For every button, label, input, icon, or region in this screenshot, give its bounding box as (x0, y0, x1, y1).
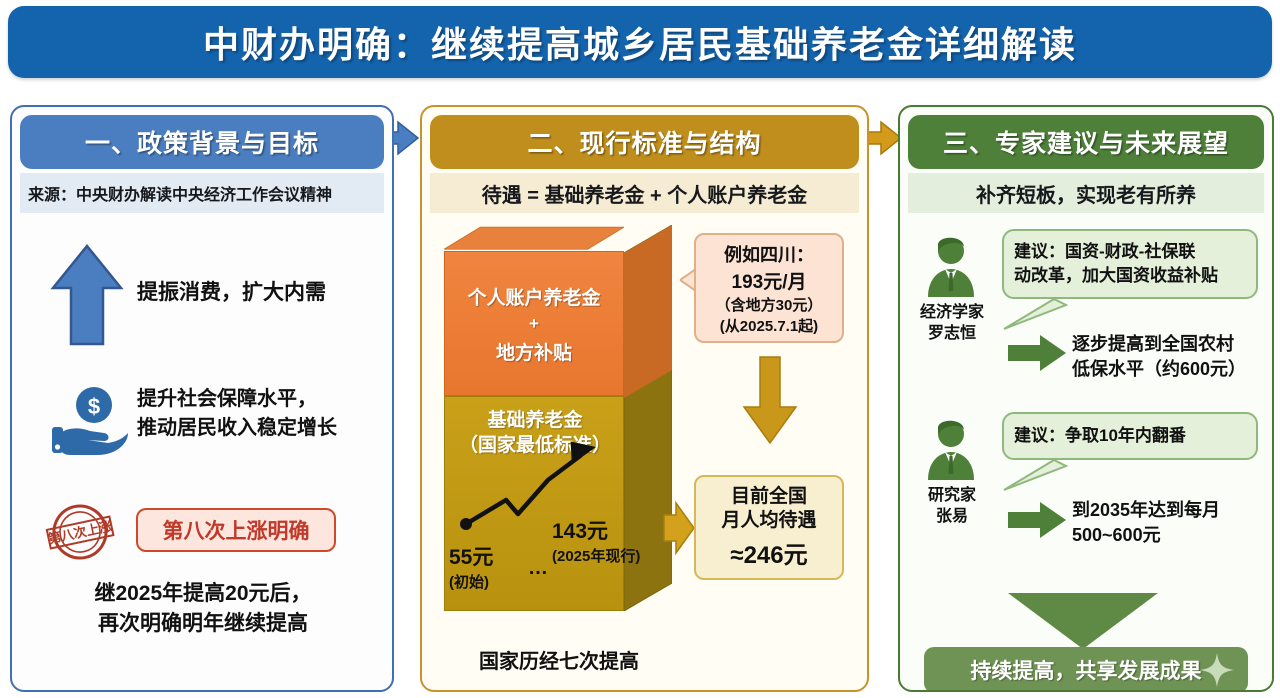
expert-2-bubble-tail (1003, 460, 1069, 491)
chart-end-value: 143元 (552, 520, 609, 543)
expert-2-role: 研究家 (927, 487, 976, 504)
expert-2-bubble-line1: 建议：争取10年内翻番 (1014, 426, 1186, 446)
national-average-callout: 目前全国 月人均待遇 ≈246元 (694, 475, 844, 580)
pension-3d-box: 个人账户养老金 + 地方补贴 基础养老金 （国家最低标准） 55元 (初始) … (444, 225, 672, 630)
box-bottom-line1: 基础养老金 (487, 410, 583, 431)
col1-point1-text: 提振消费，扩大内需 (137, 281, 326, 304)
col3-header: 三、专家建议与未来展望 (908, 115, 1264, 169)
col3-subtitle-text: 补齐短板，实现老有所养 (976, 184, 1196, 207)
side-arrow-icon-col2 (663, 500, 695, 556)
col1-point2-line1: 提升社会保障水平， (137, 388, 317, 410)
sichuan-line3: （含地方30元） (715, 296, 823, 314)
sichuan-line1: 例如四川： (724, 244, 814, 265)
col1-source-band: 来源：中央财办解读中央经济工作会议精神 (20, 173, 384, 213)
col3-final-label: 持续提高，共享发展成果 (970, 660, 1202, 683)
expert-avatar-icon (928, 420, 974, 480)
box-right-face (624, 225, 672, 611)
expert-1-name: 经济学家 罗志恒 (910, 303, 994, 345)
page-title: 中财办明确：继续提高城乡居民基础养老金详细解读 (202, 24, 1077, 65)
stamp-seal-icon: 第八次上涨 (30, 502, 130, 562)
expert-2-outcome: 到2035年达到每月 500~600元 (1072, 498, 1220, 548)
average-line3: ≈246元 (730, 541, 808, 569)
col1-point2-text: 提升社会保障水平， 推动居民收入稳定增长 (137, 385, 387, 443)
col1-source-text: 来源：中央财办解读中央经济工作会议精神 (28, 187, 333, 204)
expert-1-bubble-line1: 建议：国资-财政-社保联 (1014, 242, 1196, 261)
box-top-line3: 地方补贴 (495, 342, 572, 364)
sichuan-callout-tail (680, 267, 696, 293)
expert-1-outcome-line2: 低保水平（约600元） (1072, 359, 1247, 380)
expert-2-bubble: 建议：争取10年内翻番 (1002, 412, 1258, 460)
chart-end-annotation: 143元 (2025年现行) (552, 515, 702, 566)
chart-start-sub: (初始) (449, 574, 489, 591)
down-arrow-icon-col3 (1008, 593, 1158, 649)
expert-1-role: 经济学家 (919, 304, 984, 321)
col1-footer: 继2025年提高20元后， 再次明确明年继续提高 (28, 579, 378, 640)
expert-1-person: 罗志恒 (927, 324, 976, 342)
box-top-line1: 个人账户养老金 (467, 287, 601, 309)
col2-formula-text: 待遇 = 基础养老金 + 个人账户养老金 (481, 184, 808, 207)
column-expert-advice: 三、专家建议与未来展望 补齐短板，实现老有所养 经济学家 罗志恒 建议：国资-财… (898, 105, 1274, 692)
col1-point2-line2: 推动居民收入稳定增长 (137, 417, 337, 439)
expert-1-outcome: 逐步提高到全国农村 低保水平（约600元） (1072, 332, 1246, 382)
col1-point1-row: 提振消费，扩大内需 (22, 235, 382, 355)
expert-1-bubble: 建议：国资-财政-社保联 动改革，加大国资收益补贴 (1002, 229, 1258, 299)
col3-subtitle-band: 补齐短板，实现老有所养 (908, 173, 1264, 213)
expert-1-bubble-line2: 动改革，加大国资收益补贴 (1014, 265, 1218, 285)
col2-footer: 国家历经七次提高 (479, 651, 639, 673)
down-arrow-icon-col2 (742, 356, 798, 445)
col2-formula-band: 待遇 = 基础养老金 + 个人账户养老金 (430, 173, 859, 213)
chart-ellipsis: … (528, 557, 548, 579)
hand-holding-coin-icon: $ (50, 383, 130, 461)
col1-header-label: 一、政策背景与目标 (84, 130, 319, 158)
sichuan-example-callout: 例如四川： 193元/月 （含地方30元） (从2025.7.1起) (694, 233, 844, 343)
expert-avatar-icon (928, 237, 974, 297)
up-arrow-icon (47, 240, 127, 350)
col3-final-banner: 持续提高，共享发展成果 (924, 647, 1248, 690)
chart-start-value: 55元 (449, 546, 494, 569)
chart-start-annotation: 55元 (初始) (449, 541, 523, 592)
sparkle-icon (1200, 653, 1234, 687)
col1-stamp-pill: 第八次上涨明确 (136, 508, 336, 552)
col1-point2-row: $ 提升社会保障水平， 推动居民收入稳定增长 (22, 375, 382, 475)
svg-text:$: $ (88, 394, 100, 419)
box-top-line2: + (529, 313, 539, 333)
box-top-face (444, 226, 624, 250)
col1-header: 一、政策背景与目标 (20, 115, 384, 169)
expert-2-name: 研究家 张易 (910, 486, 994, 528)
box-basic-pension-section: 基础养老金 （国家最低标准） (444, 396, 624, 611)
box-personal-account-section: 个人账户养老金 + 地方补贴 (444, 251, 624, 396)
col1-footer-line1: 继2025年提高20元后， (94, 582, 312, 605)
col3-header-label: 三、专家建议与未来展望 (942, 130, 1229, 158)
expert-1-result-arrow-icon (1008, 335, 1066, 371)
column-current-standard: 二、现行标准与结构 待遇 = 基础养老金 + 个人账户养老金 个人账户养老金 +… (420, 105, 869, 692)
expert-2-person: 张易 (935, 507, 968, 525)
expert-1-bubble-tail (1003, 299, 1069, 330)
col1-stamp-row: 第八次上涨 第八次上涨明确 (24, 502, 384, 562)
expert-2-outcome-line2: 500~600元 (1072, 525, 1161, 546)
column-policy-background: 一、政策背景与目标 来源：中央财办解读中央经济工作会议精神 提振消费，扩大内需 … (10, 105, 394, 692)
page-title-bar: 中财办明确：继续提高城乡居民基础养老金详细解读 (8, 6, 1272, 78)
expert-card-1: 经济学家 罗志恒 建议：国资-财政-社保联 动改革，加大国资收益补贴 逐步提高到… (910, 229, 1262, 394)
col2-header: 二、现行标准与结构 (430, 115, 859, 169)
sichuan-line4: (从2025.7.1起) (719, 317, 819, 335)
chart-end-sub: (2025年现行) (552, 548, 641, 565)
expert-2-result-arrow-icon (1008, 502, 1066, 538)
col2-header-label: 二、现行标准与结构 (527, 130, 762, 158)
average-line2: 月人均待遇 (721, 510, 817, 531)
average-line1: 目前全国 (730, 486, 807, 508)
expert-1-outcome-line1: 逐步提高到全国农村 (1072, 334, 1234, 354)
expert-card-2: 研究家 张易 建议：争取10年内翻番 到2035年达到每月 500~600元 (910, 412, 1262, 587)
col1-footer-line2: 再次明确明年继续提高 (98, 612, 308, 636)
growth-trend-chart (460, 441, 597, 530)
sichuan-line2: 193元/月 (731, 271, 807, 293)
expert-2-outcome-line1: 到2035年达到每月 (1072, 500, 1221, 520)
col1-stamp-pill-label: 第八次上涨明确 (162, 520, 310, 543)
